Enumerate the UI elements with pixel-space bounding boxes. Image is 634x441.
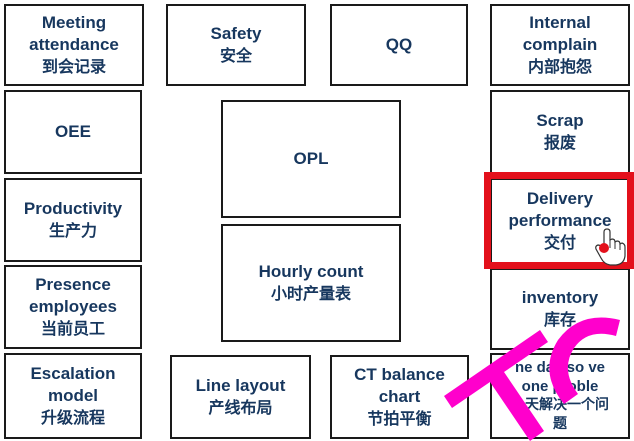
tile-line-layout: Line layout 产线布局: [170, 355, 311, 439]
tile-internal-complain: Internal complain 内部抱怨: [490, 4, 630, 86]
tile-label-line: Line layout: [195, 376, 286, 395]
tile-label-line: 交付: [543, 233, 576, 252]
tile-label-line: 节拍平衡: [367, 409, 432, 428]
tile-label-line: QQ: [385, 35, 413, 54]
highlight-frame: [484, 172, 634, 269]
tile-label-line: Internal: [529, 13, 591, 32]
tile-inventory: inventory 库存: [490, 268, 630, 350]
tile-safety: Safety 安全: [166, 4, 306, 86]
tile-label-line: OEE: [55, 122, 91, 141]
tile-label-line: 生产力: [48, 221, 97, 240]
tile-meeting-attendance: Meeting attendance 到会记录: [4, 4, 144, 86]
tile-label-line: 安全: [219, 46, 252, 65]
tile-label-line: 一天解决一个问: [511, 397, 609, 413]
tile-label-line: inventory: [521, 288, 599, 307]
tile-label-line: 报废: [543, 133, 576, 152]
tile-hourly-count: Hourly count 小时产量表: [221, 224, 401, 342]
tile-label-line: Safety: [210, 24, 262, 43]
tile-label-line: model: [47, 386, 99, 405]
tile-label-line: Hourly count: [258, 262, 364, 281]
tile-opl: OPL: [221, 100, 401, 218]
tile-label-line: 升级流程: [40, 408, 105, 427]
tile-label-line: Presence: [35, 275, 111, 294]
watermark-logo: [444, 317, 620, 441]
tile-label-line: OPL: [293, 149, 329, 168]
tile-presence-employees: Presence employees 当前员工: [4, 265, 142, 349]
tile-label-line: CT balance: [354, 365, 445, 384]
tile-label-line: 产线布局: [208, 398, 273, 417]
tile-delivery-performance: Delivery performance 交付: [490, 178, 630, 264]
tile-label-line: Meeting: [41, 13, 107, 32]
tile-label-line: chart: [378, 387, 421, 406]
tile-label-line: 到会记录: [41, 57, 106, 76]
tile-label-line: Productivity: [23, 199, 123, 218]
tile-oee: OEE: [4, 90, 142, 174]
tile-label-line: Delivery: [526, 189, 594, 208]
tile-label-line: 小时产量表: [270, 284, 351, 303]
tile-label-line: performance: [508, 211, 612, 230]
hand-pointer-icon: [590, 224, 634, 268]
tile-label-line: 内部抱怨: [527, 57, 592, 76]
tile-label-line: 题: [553, 416, 567, 432]
tile-qq: QQ: [330, 4, 468, 86]
tile-label-line: Scrap: [536, 111, 584, 130]
tile-productivity: Productivity 生产力: [4, 178, 142, 262]
tile-escalation-model: Escalation model 升级流程: [4, 353, 142, 439]
tile-label-line: employees: [29, 297, 117, 316]
tile-label-line: 当前员工: [40, 319, 105, 338]
tile-label-line: attendance: [29, 35, 119, 54]
tile-label-line: Escalation: [30, 364, 116, 383]
tile-label-line: 库存: [543, 310, 576, 329]
tile-label-line: complain: [522, 35, 598, 54]
tile-scrap: Scrap 报废: [490, 90, 630, 174]
